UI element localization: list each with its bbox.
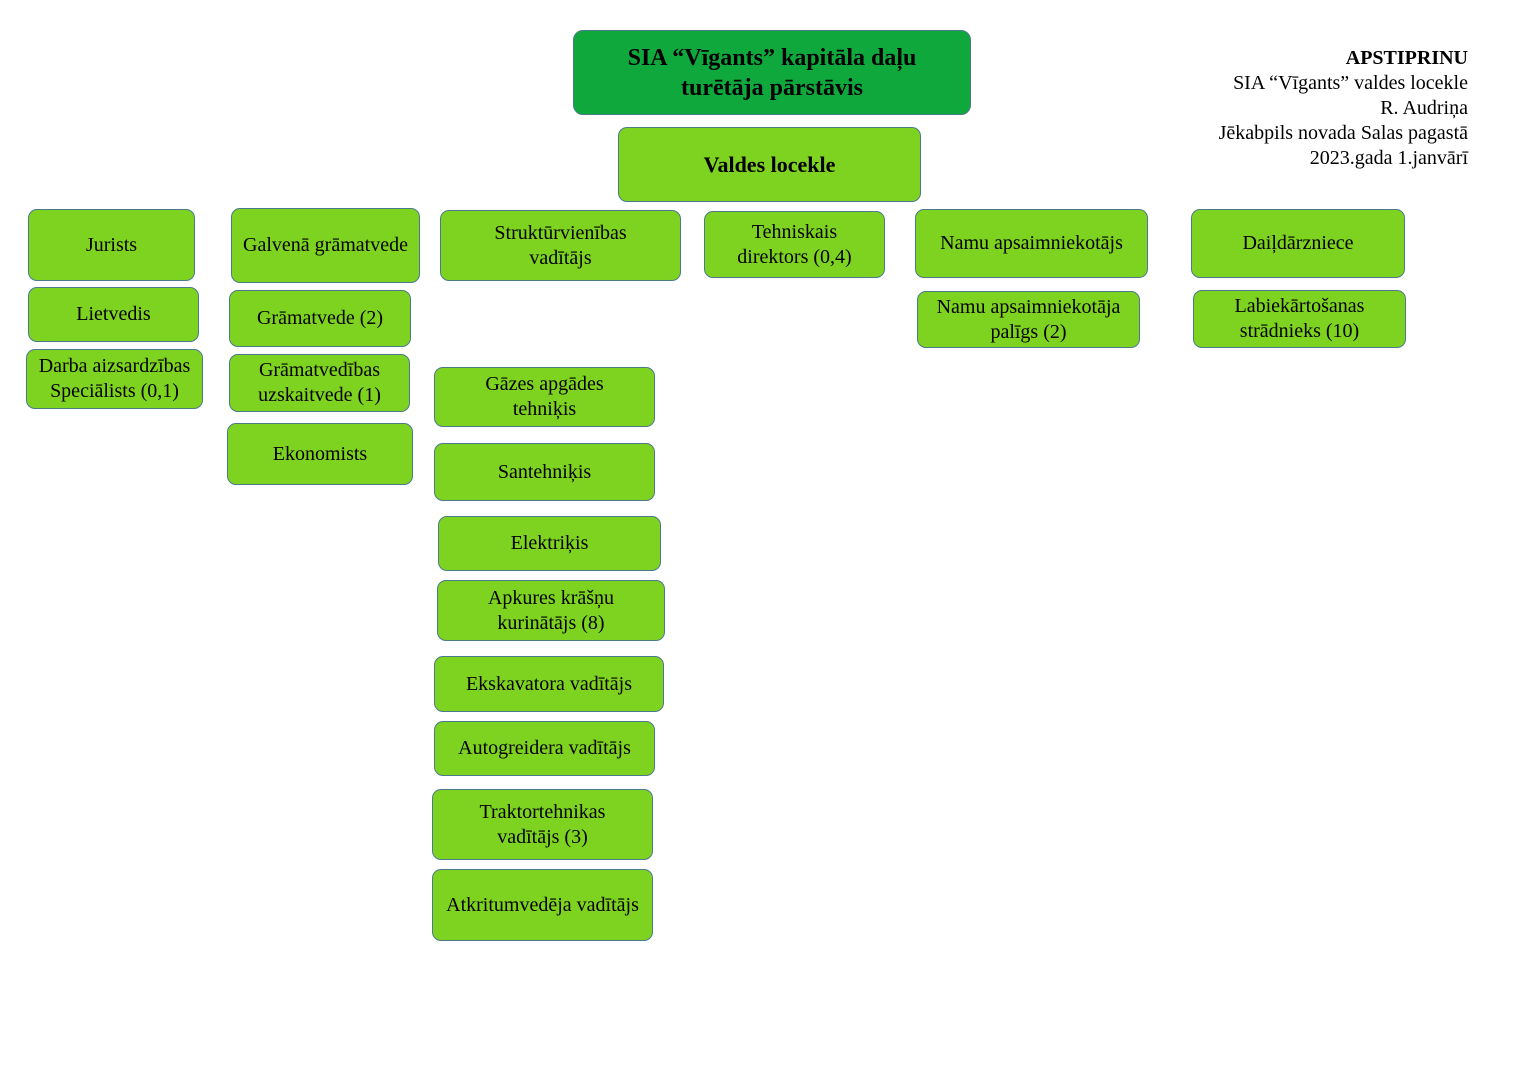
approval-block: APSTIPRINU SIA “Vīgants” valdes locekle … (1219, 46, 1468, 171)
approval-line: 2023.gada 1.janvārī (1309, 147, 1468, 169)
approval-line: R. Audriņa (1380, 97, 1468, 119)
node-unit-head: Struktūrvienības vadītājs (440, 210, 681, 281)
node-capital-holder-representative: SIA “Vīgants” kapitāla daļu turētāja pār… (573, 30, 971, 115)
node-accountant: Grāmatvede (2) (229, 290, 411, 347)
node-gas-technician: Gāzes apgādes tehniķis (434, 367, 655, 427)
node-board-member: Valdes locekle (618, 127, 921, 202)
node-landscaping-worker: Labiekārtošanas strādnieks (10) (1193, 290, 1406, 348)
node-accounting-clerk: Grāmatvedības uzskaitvede (1) (229, 354, 410, 412)
node-safety-specialist: Darba aizsardzības Speciālists (0,1) (26, 349, 203, 409)
approval-line: Jēkabpils novada Salas pagastā (1218, 122, 1468, 144)
node-lawyer: Jurists (28, 209, 195, 281)
node-garbage-truck-driver: Atkritumvedēja vadītājs (432, 869, 653, 941)
node-clerk: Lietvedis (28, 287, 199, 342)
node-tractor-operator: Traktortehnikas vadītājs (3) (432, 789, 653, 860)
node-plumber: Santehniķis (434, 443, 655, 501)
node-chief-accountant: Galvenā grāmatvede (231, 208, 420, 283)
approval-heading: APSTIPRINU (1345, 47, 1468, 69)
node-electrician: Elektriķis (438, 516, 661, 571)
node-excavator-operator: Ekskavatora vadītājs (434, 656, 664, 712)
node-grader-operator: Autogreidera vadītājs (434, 721, 655, 776)
node-property-manager: Namu apsaimniekotājs (915, 209, 1148, 278)
node-gardener: Daiļdārzniece (1191, 209, 1405, 278)
node-technical-director: Tehniskais direktors (0,4) (704, 211, 885, 278)
approval-line: SIA “Vīgants” valdes locekle (1233, 72, 1468, 94)
node-stove-stoker: Apkures krāšņu kurinātājs (8) (437, 580, 665, 641)
node-property-manager-assistant: Namu apsaimniekotāja palīgs (2) (917, 291, 1140, 348)
node-economist: Ekonomists (227, 423, 413, 485)
